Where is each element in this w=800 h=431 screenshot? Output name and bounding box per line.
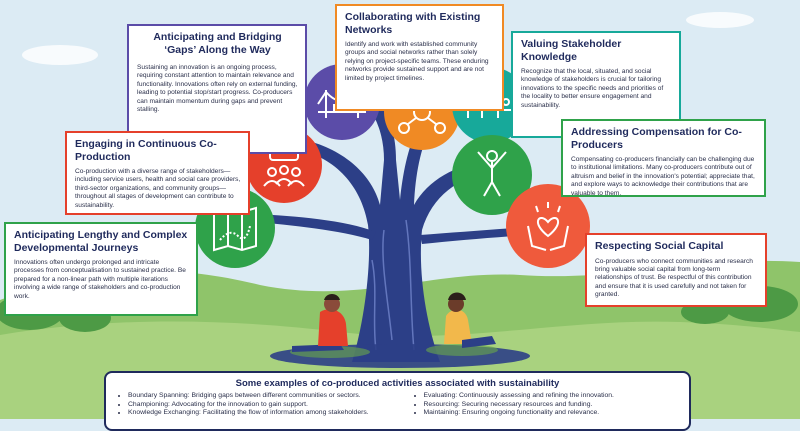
card-text: Recognize that the local, situated, and … (521, 68, 664, 109)
list-item: Knowledge Exchanging: Facilitating the f… (128, 409, 384, 418)
examples-list-right: Evaluating: Continuously assessing and r… (384, 392, 680, 418)
person-celebrating-icon (477, 150, 507, 197)
list-item: Championing: Advocating for the innovati… (128, 401, 384, 410)
card-text: Identify and work with established commu… (345, 41, 489, 82)
card-text: Compensating co-producers financially ca… (571, 156, 755, 197)
card-title: Valuing Stakeholder Knowledge (521, 38, 622, 63)
examples-title: Some examples of co-produced activities … (235, 378, 560, 389)
list-item: Boundary Spanning: Bridging gaps between… (128, 392, 384, 401)
person-left (290, 294, 370, 358)
card-text: Innovations often undergo prolonged and … (14, 259, 186, 300)
person-right (426, 292, 498, 356)
card-text: Sustaining an innovation is an ongoing p… (137, 64, 298, 114)
card-title: Anticipating and Bridging ‘Gaps’ Along t… (153, 31, 282, 56)
card-existing-networks: Collaborating with Existing Networks Ide… (335, 4, 504, 111)
card-title: Collaborating with Existing Networks (345, 11, 481, 36)
hands-heart-icon (527, 202, 569, 251)
card-title: Respecting Social Capital (595, 240, 724, 252)
card-title: Engaging in Continuous Co-Production (75, 138, 217, 163)
list-item: Resourcing: Securing necessary resources… (424, 401, 680, 410)
circle-coral-hands (506, 184, 590, 268)
list-item: Maintaining: Ensuring ongoing functional… (424, 409, 680, 418)
list-item: Evaluating: Continuously assessing and r… (424, 392, 680, 401)
card-social-capital: Respecting Social Capital Co-producers w… (585, 233, 767, 307)
card-compensation: Addressing Compensation for Co-Producers… (561, 119, 766, 197)
examples-list-left: Boundary Spanning: Bridging gaps between… (116, 392, 384, 418)
examples-panel: Some examples of co-produced activities … (104, 371, 691, 431)
card-title: Anticipating Lengthy and Complex Develop… (14, 229, 188, 254)
card-text: Co-production with a diverse range of st… (75, 168, 241, 209)
card-text: Co-producers who connect communities and… (595, 257, 753, 299)
card-title: Addressing Compensation for Co-Producers (571, 126, 742, 151)
circle-green-celebrate (452, 135, 532, 215)
card-continuous-coproduction: Engaging in Continuous Co-Production Co-… (65, 131, 250, 215)
card-lengthy-journeys: Anticipating Lengthy and Complex Develop… (4, 222, 198, 316)
